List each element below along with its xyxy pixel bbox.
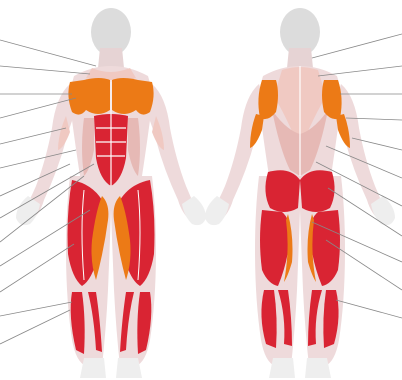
leader-line-back-2 bbox=[318, 66, 402, 76]
back-left-glute bbox=[265, 170, 300, 212]
back-left-foot bbox=[269, 358, 295, 378]
leader-line-front-2 bbox=[0, 66, 90, 74]
front-left-foot bbox=[80, 358, 106, 378]
back-right-glute bbox=[300, 170, 335, 212]
front-right-shin bbox=[137, 292, 151, 354]
leader-line-back-1 bbox=[312, 34, 402, 58]
back-right-foot bbox=[305, 358, 331, 378]
leader-line-back-11 bbox=[336, 300, 402, 318]
leader-line-front-1 bbox=[0, 40, 96, 66]
front-left-pec bbox=[83, 78, 110, 114]
leader-line-front-6 bbox=[0, 150, 76, 168]
front-neck bbox=[98, 48, 124, 68]
leader-line-front-11 bbox=[0, 244, 74, 292]
front-right-pec bbox=[112, 78, 139, 114]
back-figure bbox=[205, 8, 395, 378]
front-left-shin bbox=[71, 292, 85, 354]
leader-line-front-13 bbox=[0, 310, 70, 344]
back-neck bbox=[287, 48, 313, 68]
front-right-foot bbox=[116, 358, 142, 378]
